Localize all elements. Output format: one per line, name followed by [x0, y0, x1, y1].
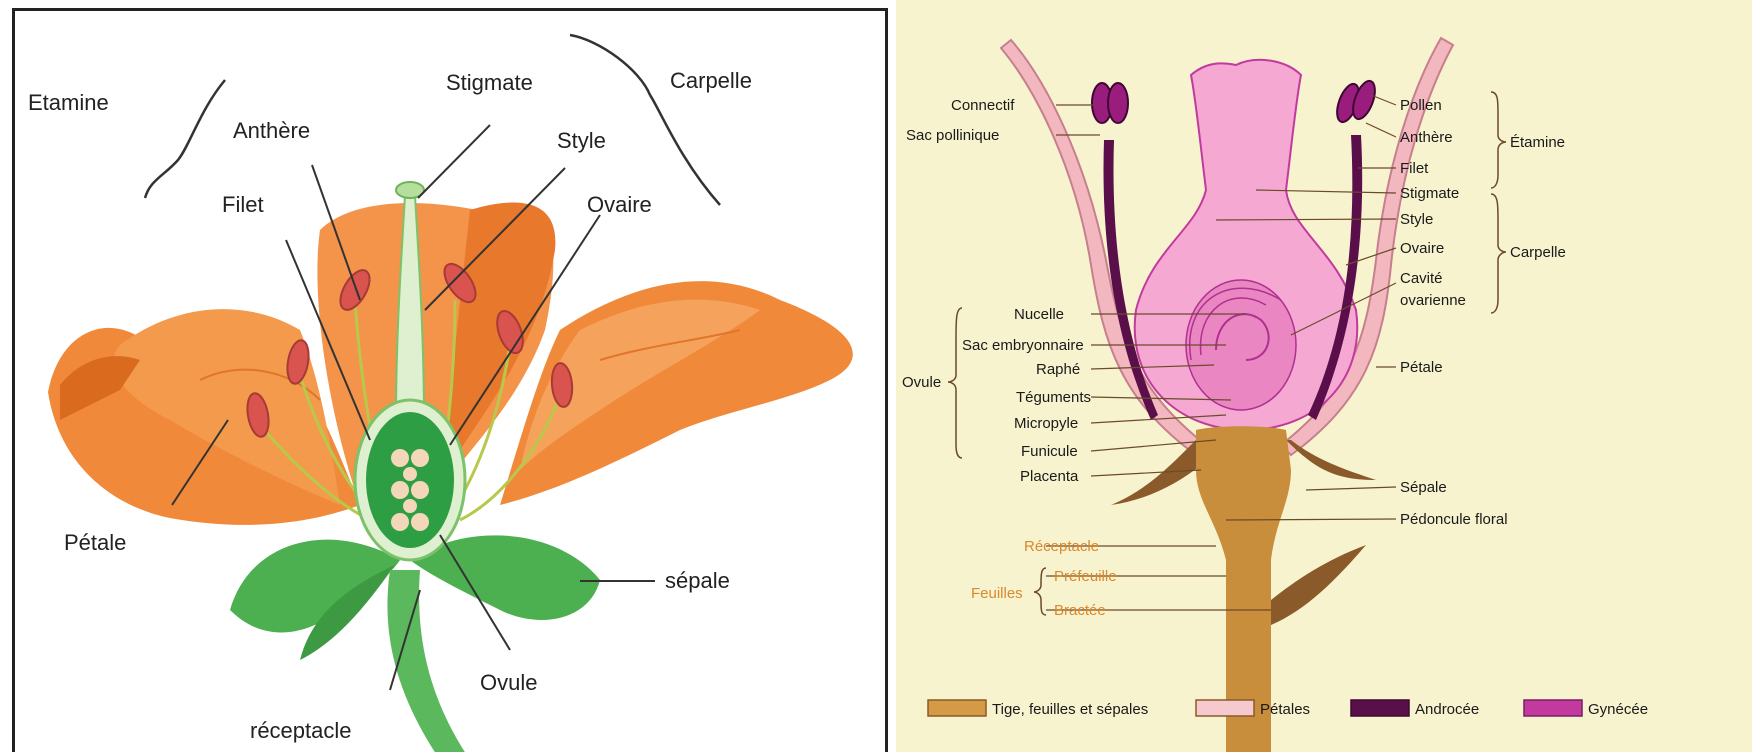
legend-swatch-tige [928, 700, 986, 716]
label-stigmate-right: Stigmate [1400, 185, 1459, 202]
left-flower-illustration: Etamine Anthère Filet Stigmate Style Car… [0, 0, 892, 752]
stem-illustration [387, 570, 470, 752]
legend-swatch-androcee [1351, 700, 1409, 716]
label-nucelle: Nucelle [1014, 306, 1064, 323]
label-carpelle-group: Carpelle [1510, 244, 1566, 261]
label-bractee: Bractée [1054, 602, 1106, 619]
label-cavite-1: Cavité [1400, 270, 1443, 287]
label-feuilles-group: Feuilles [971, 585, 1023, 602]
label-filet: Filet [222, 192, 264, 217]
carpelle-brace [570, 35, 720, 205]
ovule-brace [948, 308, 962, 458]
label-prefeuille: Préfeuille [1054, 568, 1117, 585]
label-ovaire: Ovaire [587, 192, 652, 217]
label-ovule-group: Ovule [902, 374, 941, 391]
label-anthere-right: Anthère [1400, 129, 1453, 146]
label-filet-right: Filet [1400, 160, 1429, 177]
label-receptacle-right: Réceptacle [1024, 538, 1099, 555]
label-etamine-group: Étamine [1510, 134, 1565, 151]
label-pedoncule: Pédoncule floral [1400, 511, 1508, 528]
label-ovaire-right: Ovaire [1400, 240, 1444, 257]
label-petale-right: Pétale [1400, 359, 1443, 376]
label-pollen: Pollen [1400, 97, 1442, 114]
carpelle-brace-right [1491, 194, 1506, 313]
label-ovule: Ovule [480, 670, 537, 695]
label-style: Style [557, 128, 606, 153]
label-funicule: Funicule [1021, 443, 1078, 460]
legend-swatch-petales [1196, 700, 1254, 716]
label-petale: Pétale [64, 530, 126, 555]
label-style-right: Style [1400, 211, 1433, 228]
legend: Tige, feuilles et sépales Pétales Androc… [928, 700, 1648, 718]
label-carpelle: Carpelle [670, 68, 752, 93]
label-receptacle: réceptacle [250, 718, 352, 743]
label-etamine: Etamine [28, 90, 109, 115]
label-sepale: sépale [665, 568, 730, 593]
legend-label-androcee: Androcée [1415, 701, 1479, 718]
label-micropyle: Micropyle [1014, 415, 1078, 432]
label-sac-embryonnaire: Sac embryonnaire [962, 337, 1084, 354]
label-anthere: Anthère [233, 118, 310, 143]
legend-label-petales: Pétales [1260, 701, 1310, 718]
label-teguments: Téguments [1016, 389, 1091, 406]
gynoecium-illustration [1135, 60, 1358, 430]
label-placenta: Placenta [1020, 468, 1079, 485]
legend-swatch-gynecee [1524, 700, 1582, 716]
label-cavite-2: ovarienne [1400, 292, 1466, 309]
label-sac-pollinique: Sac pollinique [906, 127, 999, 144]
label-raphe: Raphé [1036, 361, 1080, 378]
label-stigmate: Stigmate [446, 70, 533, 95]
etamine-brace [145, 80, 225, 198]
right-flower-diagram: Connectif Sac pollinique Nucelle Sac emb… [896, 0, 1752, 752]
label-sepale-right: Sépale [1400, 479, 1447, 496]
braces-left [145, 35, 720, 205]
right-flower-illustration: Connectif Sac pollinique Nucelle Sac emb… [896, 0, 1752, 752]
etamine-brace-right [1491, 92, 1506, 188]
label-connectif: Connectif [951, 97, 1015, 114]
feuilles-brace [1034, 568, 1046, 615]
legend-label-tige: Tige, feuilles et sépales [992, 701, 1148, 718]
left-flower-diagram: Etamine Anthère Filet Stigmate Style Car… [0, 0, 892, 752]
legend-label-gynecee: Gynécée [1588, 701, 1648, 718]
